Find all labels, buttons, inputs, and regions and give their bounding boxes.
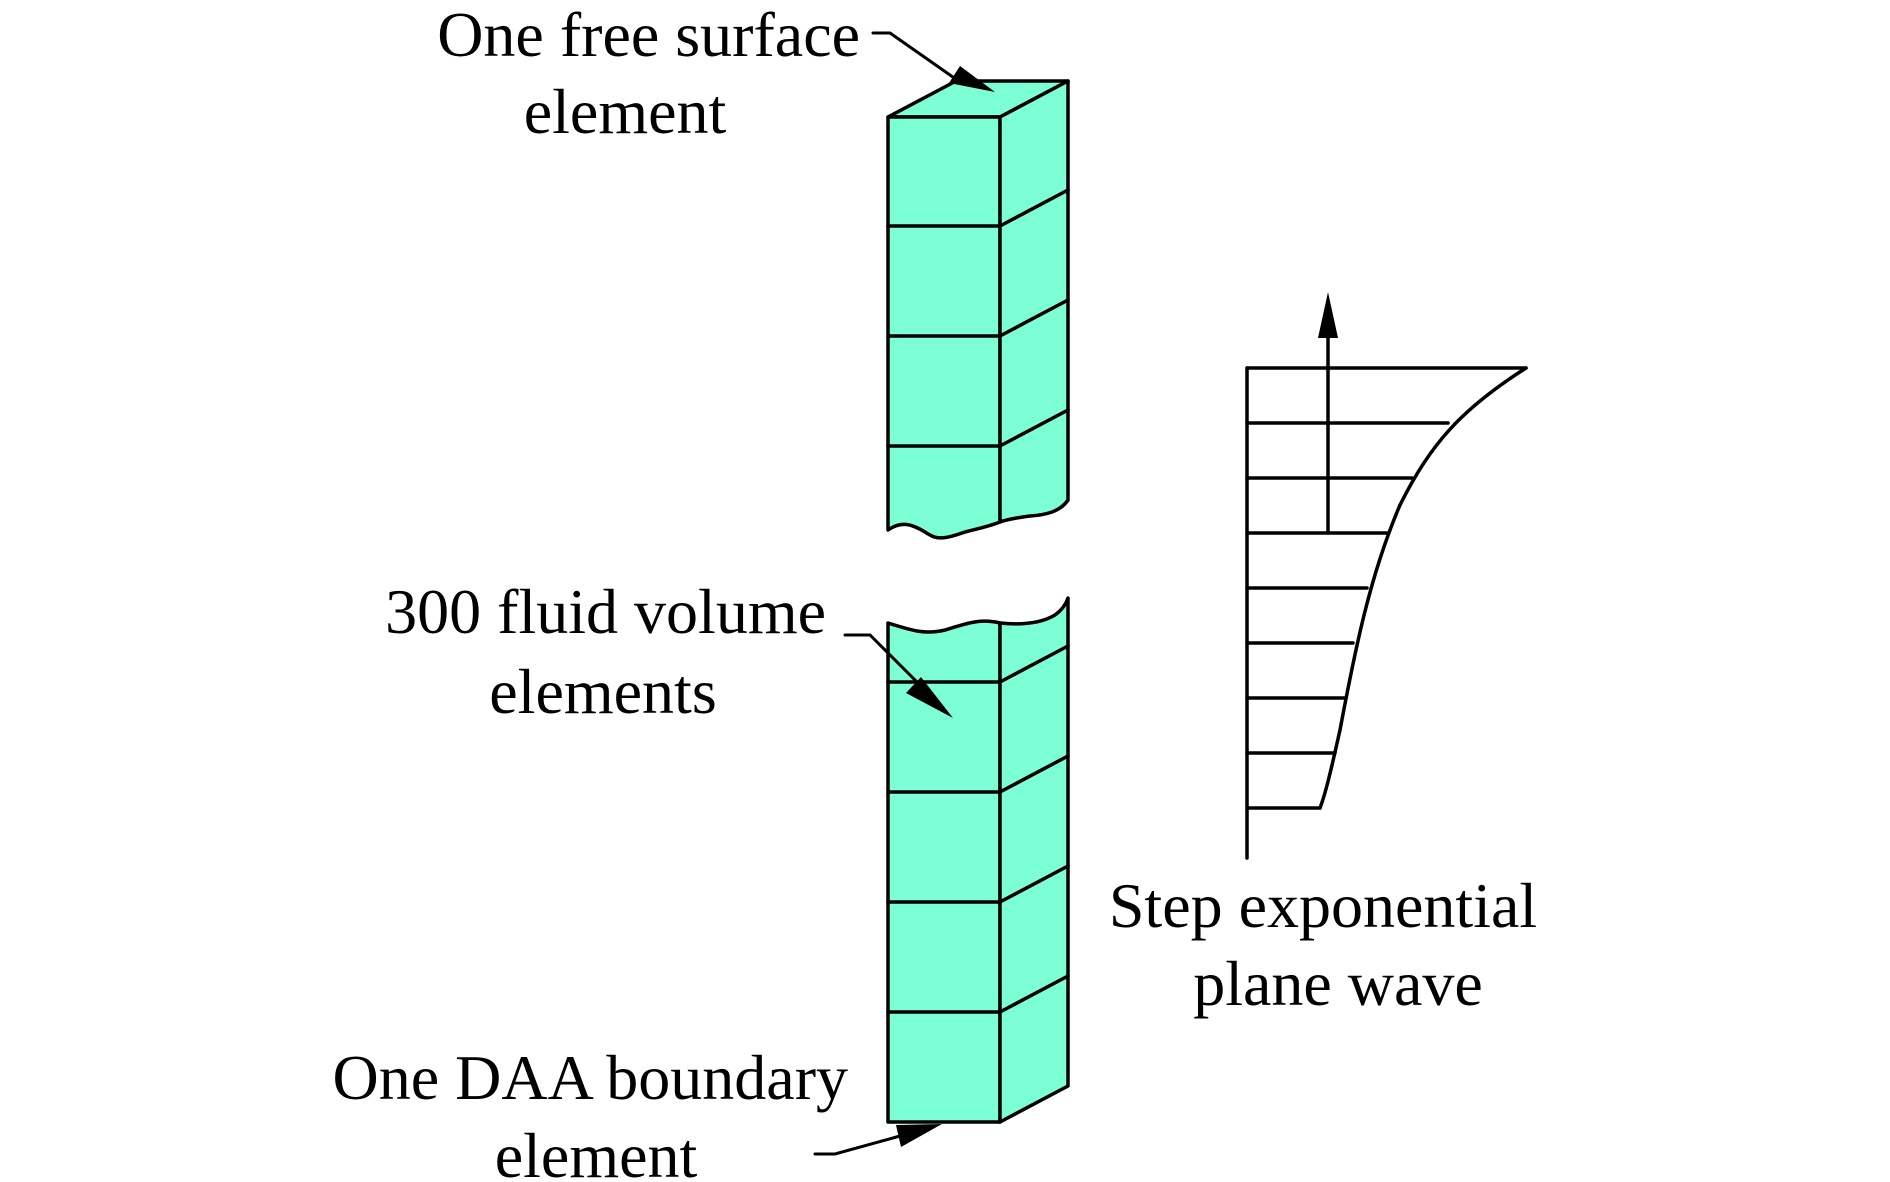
wave-envelope xyxy=(1318,366,1528,810)
daa-boundary-label-line2: element xyxy=(495,1120,698,1182)
free-surface-label-line1: One free surface xyxy=(437,0,860,70)
plane-wave-label-line1: Step exponential xyxy=(1109,870,1537,941)
free-surface-leader xyxy=(871,31,995,92)
fluid-volume-label-line1: 300 fluid volume xyxy=(385,576,826,647)
step-exponential-wave xyxy=(1245,292,1528,860)
wave-propagation-arrowhead xyxy=(1318,292,1338,338)
upper-front-face xyxy=(886,115,1002,540)
lower-front-face xyxy=(886,619,1002,1124)
lower-side-face xyxy=(998,596,1070,1124)
plane-wave-label: Step exponential plane wave xyxy=(1109,870,1537,1019)
daa-boundary-leader xyxy=(813,1124,942,1156)
free-surface-label-line2: element xyxy=(524,76,727,147)
lower-column-segment xyxy=(886,596,1070,1124)
upper-side-face xyxy=(998,79,1070,524)
fluid-volume-label-line2: elements xyxy=(489,656,716,727)
upper-column-segment xyxy=(886,79,1070,540)
free-surface-arrowhead xyxy=(949,66,995,92)
daa-boundary-label-line1: One DAA boundary xyxy=(333,1042,848,1113)
daa-boundary-arrowhead xyxy=(896,1124,942,1147)
daa-boundary-label: One DAA boundary element xyxy=(333,1042,848,1182)
plane-wave-label-line2: plane wave xyxy=(1193,948,1483,1019)
fluid-volume-leader xyxy=(843,633,953,718)
free-surface-label: One free surface element xyxy=(437,0,860,147)
fluid-volume-arrowhead xyxy=(906,677,953,718)
fluid-volume-label: 300 fluid volume elements xyxy=(385,576,826,727)
